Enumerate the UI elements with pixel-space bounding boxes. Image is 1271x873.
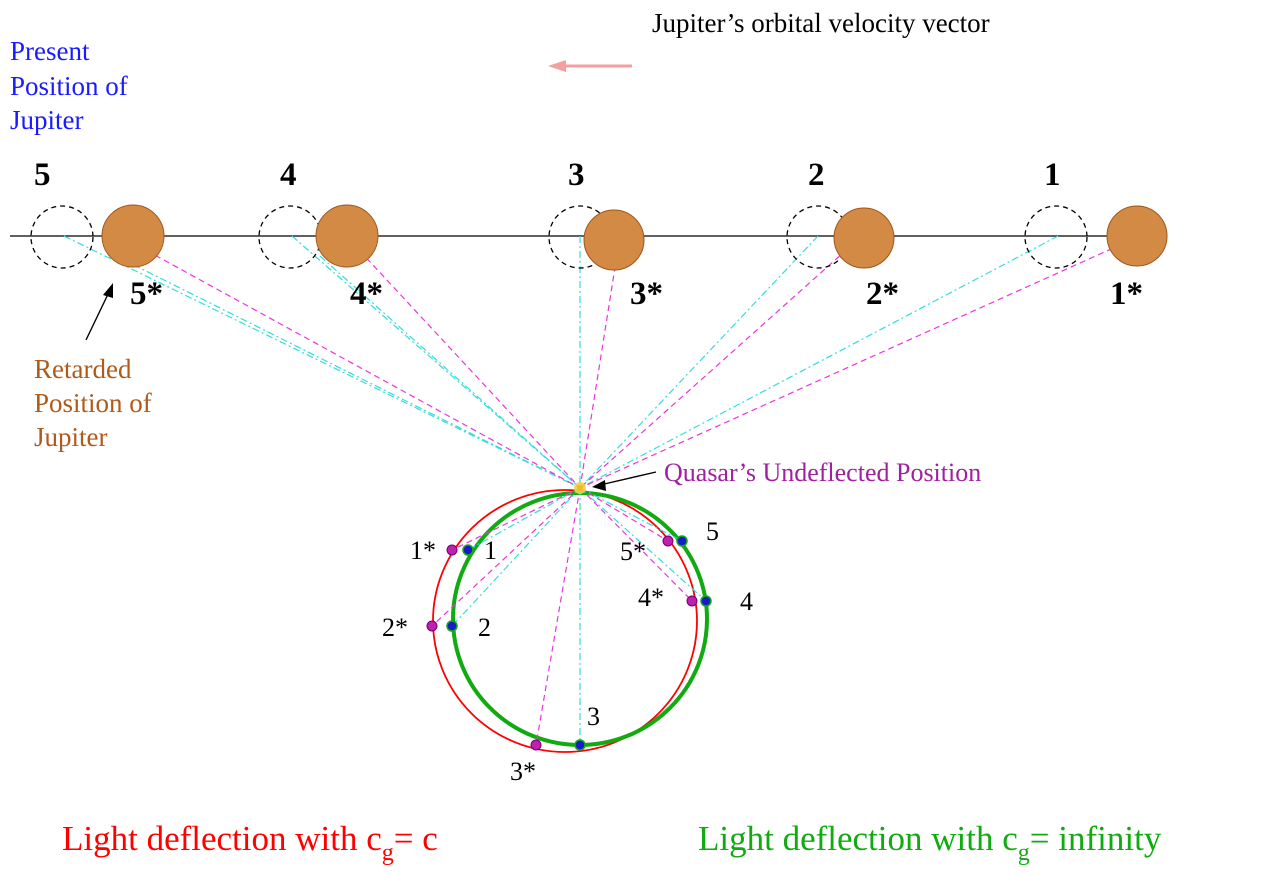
legend-red: Light deflection with cg= c [62, 819, 438, 866]
jupiter-retarded-4 [315, 204, 379, 268]
cyan-ray-4b [319, 255, 581, 489]
image-point-2 [446, 620, 458, 632]
present-number-5: 5 [34, 157, 51, 193]
image-point-5-star [662, 535, 674, 547]
image-label-4: 4 [740, 587, 753, 616]
present-number-2: 2 [808, 157, 825, 193]
magenta-ray-5 [119, 235, 581, 489]
retarded-positions [101, 204, 1168, 271]
magenta-ray-2 [579, 235, 863, 489]
jupiter-retarded-3 [583, 209, 645, 271]
retarded-label-line-3: Jupiter [34, 422, 108, 452]
velocity-label: Jupiter’s orbital velocity vector [652, 8, 990, 38]
image-point-4-star [686, 595, 698, 607]
red-deflection-ring [432, 489, 698, 753]
jupiter-retarded-2 [833, 207, 895, 269]
legend-green: Light deflection with cg= infinity [698, 819, 1162, 866]
present-label-line-1: Present [10, 36, 90, 66]
image-point-3 [574, 739, 586, 751]
image-rays [431, 487, 707, 746]
magenta-ray-1 [579, 235, 1141, 489]
magenta-ray-3 [579, 235, 621, 489]
svg-text:Light deflection with cg= infi: Light deflection with cg= infinity [698, 819, 1162, 866]
jupiter-retarded-5 [101, 204, 165, 268]
image-point-labels: 1 2 3 4 5 1* 2* 3* 4* 5* [382, 517, 753, 786]
retarded-number-labels: 5* 4* 3* 2* 1* [130, 276, 1143, 312]
present-number-1: 1 [1044, 157, 1061, 193]
cyan-ray-2 [579, 235, 819, 489]
image-label-1: 1 [484, 536, 497, 565]
image-label-1-star: 1* [410, 536, 436, 565]
image-label-3: 3 [587, 702, 600, 731]
retarded-label-line-1: Retarded [34, 354, 132, 384]
image-point-5 [676, 535, 688, 547]
legend-red-subscript: g [382, 840, 394, 866]
image-label-2: 2 [478, 613, 491, 642]
retarded-pointer-arrow [85, 283, 113, 341]
image-point-1-star [446, 544, 458, 556]
quasar-pointer-arrow [592, 471, 657, 491]
cyan-ray-5 [63, 235, 581, 489]
image-label-5-star: 5* [620, 537, 646, 566]
image-points [426, 535, 712, 751]
image-label-3-star: 3* [510, 757, 536, 786]
image-label-4-star: 4* [638, 583, 664, 612]
quasar-label: Quasar’s Undeflected Position [664, 458, 981, 487]
legend-red-suffix: = c [394, 819, 438, 858]
retarded-number-2: 2* [866, 276, 899, 312]
present-circle-5 [30, 205, 94, 269]
legend-green-text: Light deflection with c [698, 819, 1018, 858]
retarded-number-5: 5* [130, 276, 163, 312]
image-point-4 [700, 595, 712, 607]
image-label-5: 5 [706, 517, 719, 546]
cyan-ray-4 [291, 235, 581, 489]
retarded-position-label: Retarded Position of Jupiter [34, 354, 152, 452]
present-number-labels: 5 4 3 2 1 [34, 157, 1061, 193]
image-point-3-star [530, 739, 542, 751]
present-label-line-3: Jupiter [10, 105, 84, 135]
retarded-number-1: 1* [1110, 276, 1143, 312]
image-point-1 [462, 544, 474, 556]
image-label-2-star: 2* [382, 613, 408, 642]
quasar-icon [574, 482, 586, 494]
retarded-number-3: 3* [630, 276, 663, 312]
legend-green-subscript: g [1018, 840, 1030, 866]
cyan-ray-1 [579, 235, 1059, 489]
legend-red-text: Light deflection with c [62, 819, 382, 858]
velocity-arrow [548, 60, 632, 72]
rays [63, 235, 1141, 489]
image-point-2-star [426, 620, 438, 632]
present-circle-1 [1024, 205, 1088, 269]
svg-text:Light deflection with cg= c: Light deflection with cg= c [62, 819, 438, 866]
cyan-ray-5b [119, 257, 581, 489]
legend-green-suffix: = infinity [1030, 819, 1162, 858]
magenta-ray-4 [345, 235, 581, 489]
retarded-label-line-2: Position of [34, 388, 152, 418]
present-positions [30, 205, 1088, 269]
present-number-3: 3 [568, 157, 585, 193]
present-circle-4 [258, 205, 322, 269]
retarded-number-4: 4* [350, 276, 383, 312]
jupiter-retarded-1 [1106, 205, 1168, 267]
present-label-line-2: Position of [10, 71, 128, 101]
present-number-4: 4 [280, 157, 297, 193]
present-position-label: Present Position of Jupiter [10, 36, 128, 135]
